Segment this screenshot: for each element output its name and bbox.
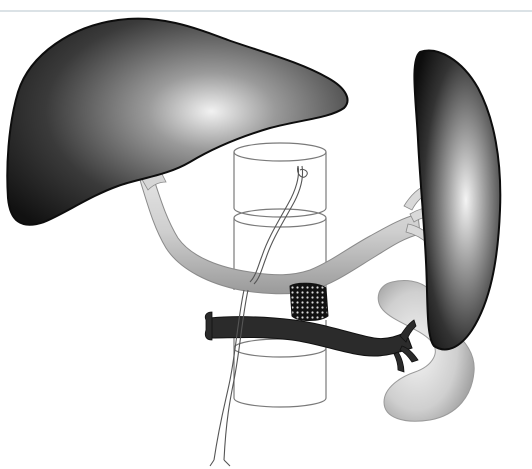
- banding-cuff: [290, 283, 328, 320]
- spleen-shape: [414, 51, 500, 350]
- splenic-vein-lower-branch: [205, 312, 212, 340]
- liver-shape: [7, 19, 347, 225]
- portal-vein: [140, 168, 420, 294]
